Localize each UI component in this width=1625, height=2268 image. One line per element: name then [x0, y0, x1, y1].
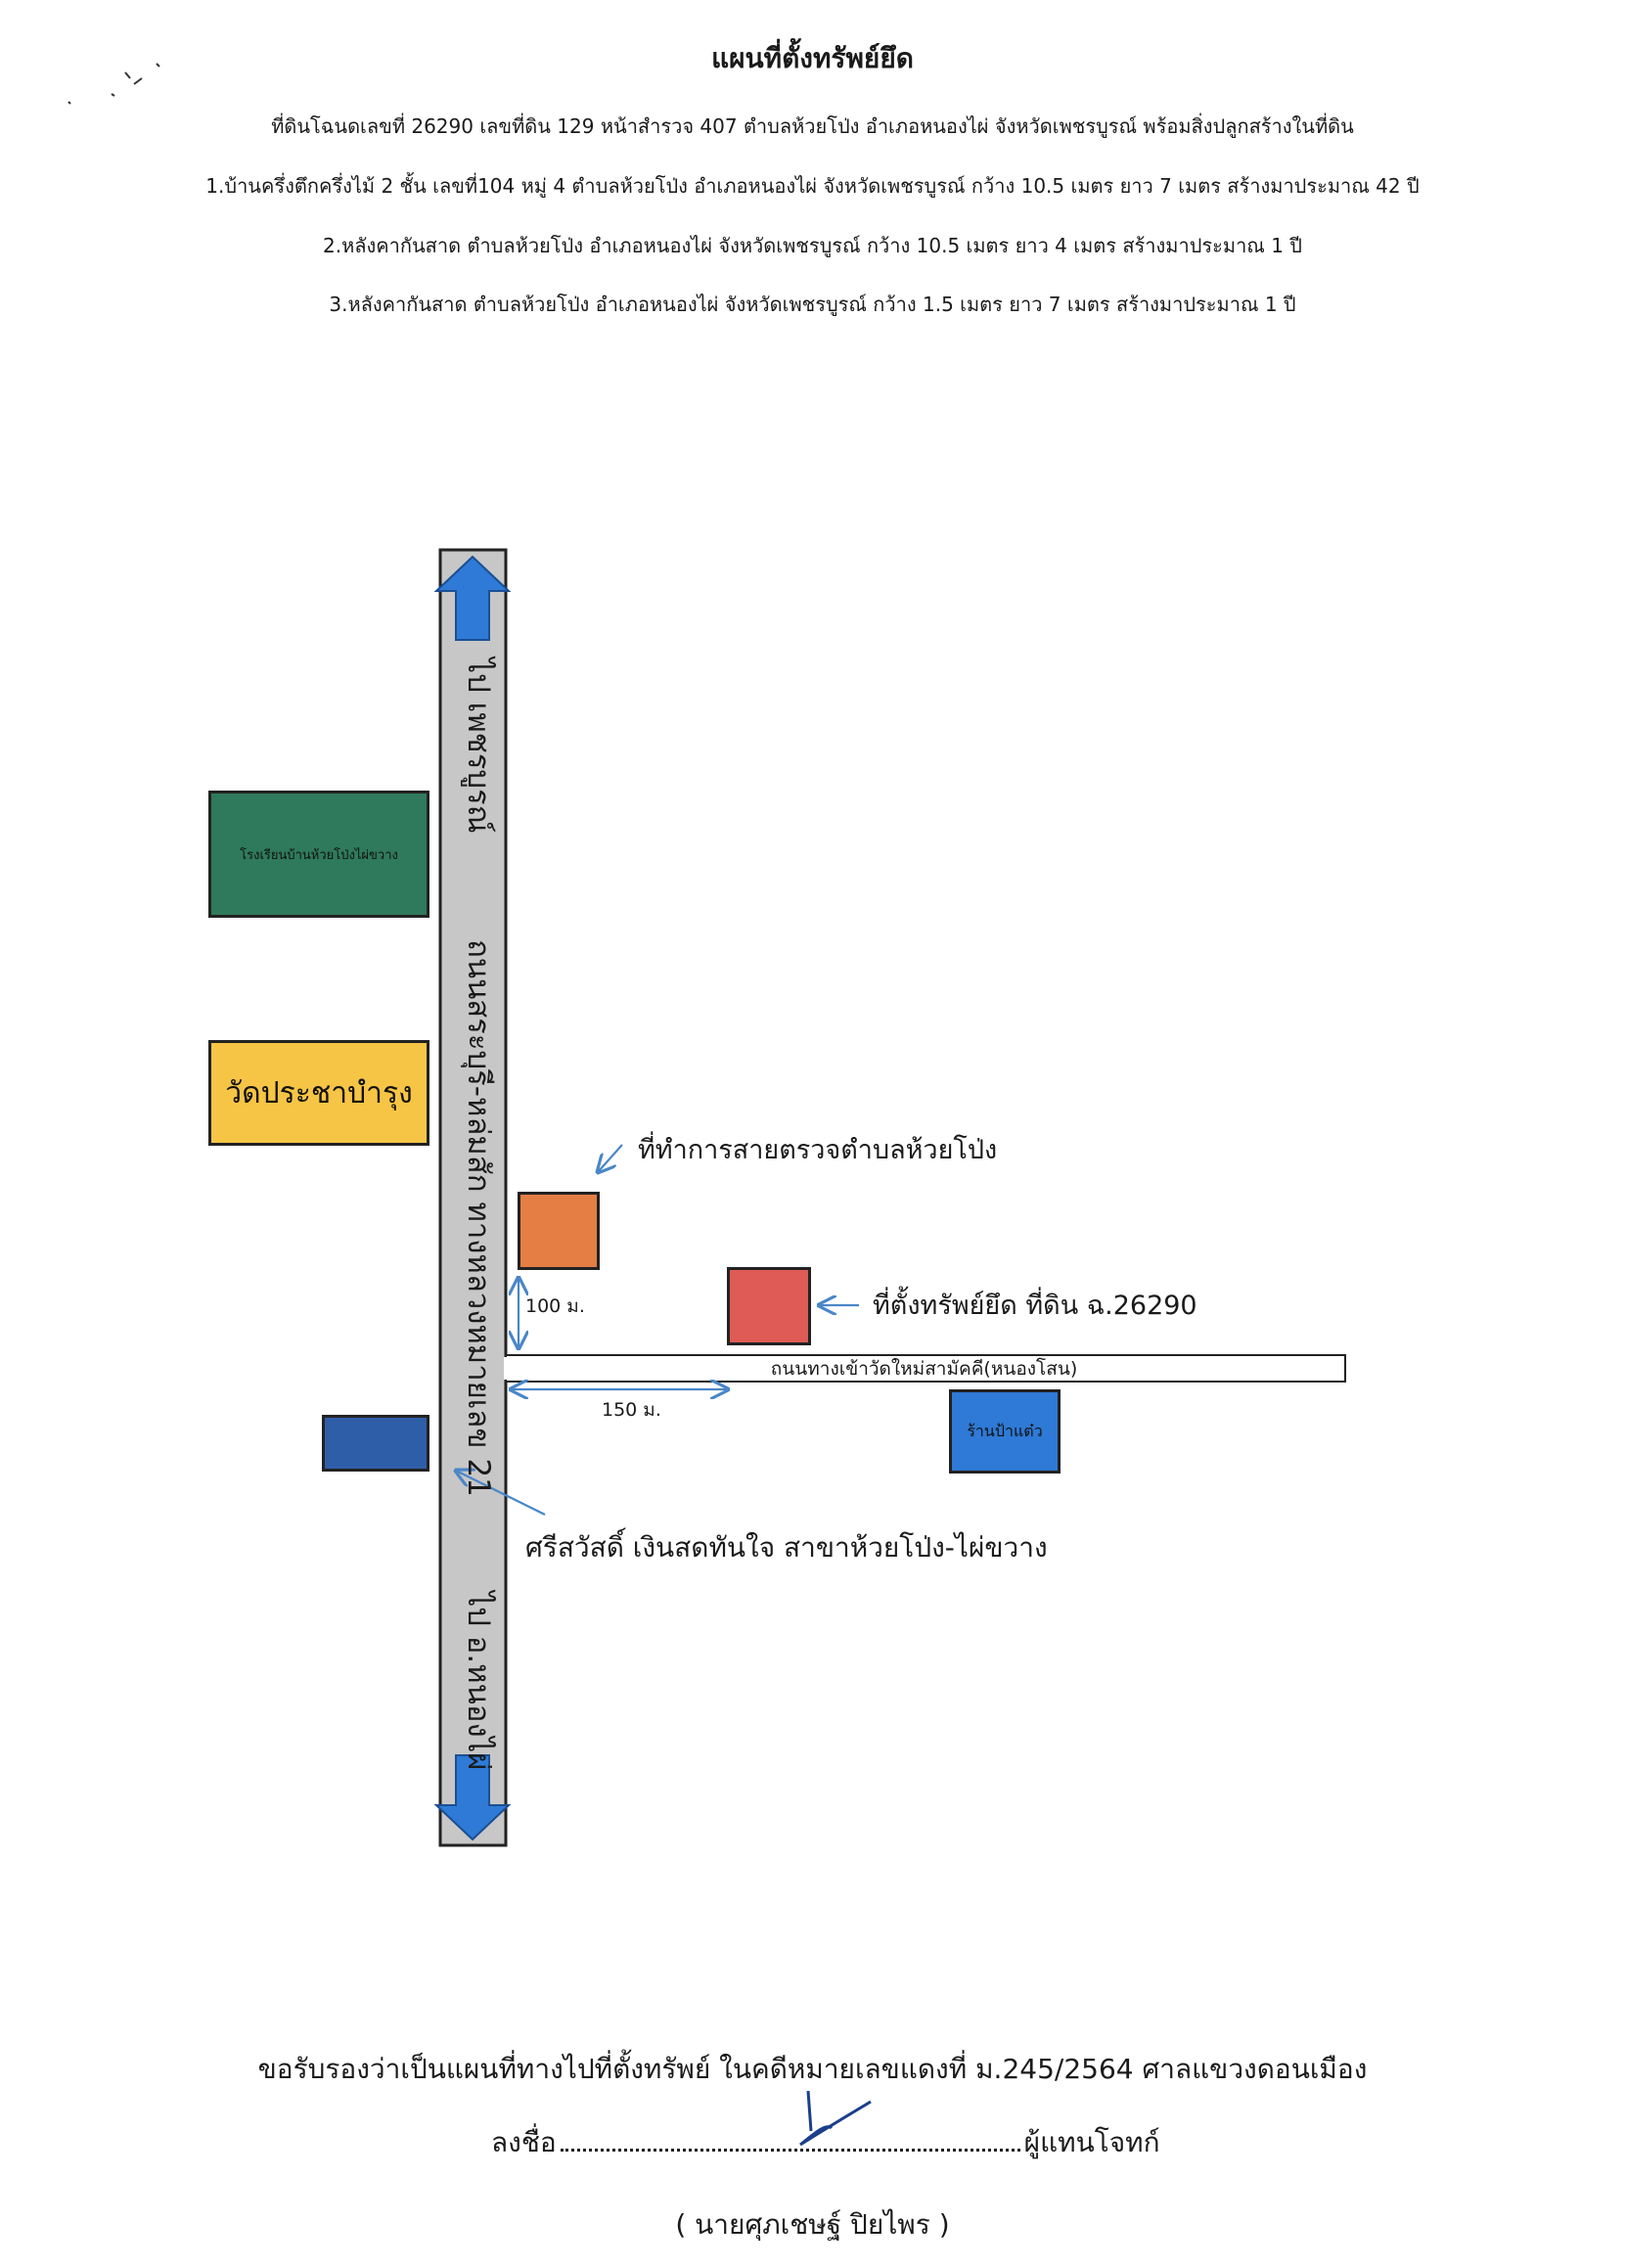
- police-pointer-icon: [598, 1144, 623, 1172]
- signer-name: ( นายศุภเชษฐ์ ปิยไพร ): [675, 2208, 950, 2241]
- bank-pointer-icon: [456, 1471, 546, 1516]
- certification-text: ขอรับรองว่าเป็นแผนที่ทางไปที่ตั้งทรัพย์ …: [257, 2053, 1368, 2085]
- school-landmark: โรงเรียนบ้านห้วยโป่งไผ่ขวาง: [208, 791, 429, 918]
- shop-landmark: ร้านป้าแต๋ว: [949, 1389, 1061, 1474]
- sign-suffix: ผู้แทนโจทก์: [1023, 2126, 1160, 2158]
- bank-label: ศรีสวัสดิ์ เงินสดทันใจ สาขาห้วยโป่ง-ไผ่ข…: [525, 1531, 1048, 1564]
- south-arrow-icon: [433, 1754, 512, 1841]
- signature-dots: [560, 2123, 1020, 2152]
- direction-north-label: ไป เพชรบูรณ์: [461, 658, 496, 834]
- north-arrow-icon: [433, 555, 512, 641]
- building-item-2: 2.หลังคากันสาด ตำบลห้วยโป่ง อำเภอหนองไผ่…: [323, 234, 1302, 257]
- deed-description: ที่ดินโฉนดเลขที่ 26290 เลขที่ดิน 129 หน้…: [271, 114, 1354, 138]
- temple-label: วัดประชาบำรุง: [225, 1075, 413, 1111]
- police-landmark: [518, 1192, 600, 1270]
- signature-line: ลงชื่อ ผู้แทนโจทก์: [491, 2121, 1160, 2164]
- main-road: [438, 548, 508, 1847]
- police-label: ที่ทำการสายตรวจตำบลห้วยโป่ง: [638, 1135, 998, 1165]
- direction-south-label: ไป อ.หนองไผ่: [461, 1591, 496, 1771]
- temple-landmark: วัดประชาบำรุง: [208, 1040, 429, 1146]
- property-label: ที่ตั้งทรัพย์ยึด ที่ดิน ฉ.26290: [873, 1291, 1197, 1321]
- stray-marks: [68, 63, 160, 105]
- property-landmark: [727, 1267, 811, 1345]
- bank-landmark: [322, 1415, 429, 1472]
- building-item-1: 1.บ้านครึ่งตึกครึ่งไม้ 2 ชั้น เลขที่104 …: [205, 174, 1420, 198]
- shop-label: ร้านป้าแต๋ว: [967, 1421, 1043, 1440]
- distance-150-label: 150 ม.: [602, 1399, 661, 1421]
- building-item-3: 3.หลังคากันสาด ตำบลห้วยโป่ง อำเภอหนองไผ่…: [329, 293, 1296, 316]
- distance-100-label: 100 ม.: [525, 1295, 585, 1317]
- school-label: โรงเรียนบ้านห้วยโป่งไผ่ขวาง: [240, 847, 398, 863]
- side-road-label: ถนนทางเข้าวัดใหม่สามัคคี(หนองโสน): [770, 1358, 1078, 1380]
- main-road-label: ถนนสระบุรี-หล่มสัก ทางหลวงหมายเลข 21: [461, 939, 496, 1497]
- signature-mark: [799, 2090, 872, 2147]
- page-title: แผนที่ตั้งทรัพย์ยึด: [711, 42, 914, 74]
- sign-prefix: ลงชื่อ: [491, 2126, 557, 2158]
- side-road: [505, 1354, 1346, 1383]
